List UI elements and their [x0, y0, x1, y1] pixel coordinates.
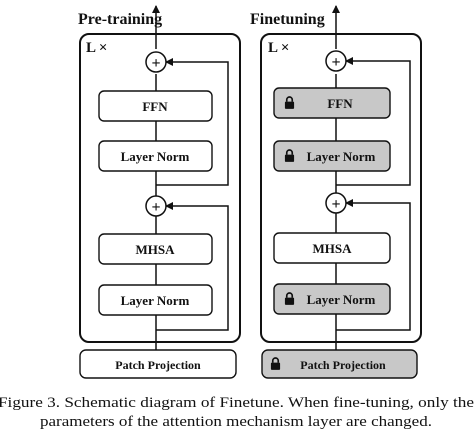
finetuning-layer-norm-bottom-block-frozen: Layer Norm — [273, 283, 391, 315]
pretraining-mhsa-block: MHSA — [98, 233, 213, 265]
pretraining-skip-connection-lower — [156, 202, 229, 331]
finetuning-patch-projection-block-frozen: Patch Projection — [261, 349, 418, 379]
svg-text:+: + — [331, 196, 340, 213]
svg-text:MHSA: MHSA — [136, 242, 176, 257]
pretraining-title: Pre-training — [78, 11, 162, 28]
finetuning-add-top: + — [325, 50, 347, 72]
finetuning-layer-norm-top-block-frozen: Layer Norm — [273, 140, 391, 172]
pretraining-layer-norm-top-block: Layer Norm — [98, 140, 213, 172]
pretraining-ffn-block: FFN — [98, 90, 213, 122]
svg-text:+: + — [331, 54, 340, 71]
pretraining-layer-norm-bottom-block: Layer Norm — [98, 284, 213, 316]
pretraining-add-bottom: + — [145, 195, 167, 217]
svg-text:Patch Projection: Patch Projection — [300, 358, 386, 372]
svg-text:+: + — [151, 199, 160, 216]
figure-caption-line-2: parameters of the attention mechanism la… — [40, 414, 432, 430]
svg-text:Layer Norm: Layer Norm — [307, 292, 376, 307]
finetuning-ffn-block-frozen: FFN — [273, 87, 391, 119]
finetuning-block-frame — [260, 33, 422, 343]
pretraining-block-frame — [79, 33, 241, 343]
pretraining-skip-connection-upper — [156, 58, 229, 186]
finetuning-skip-connection-lower — [336, 199, 411, 331]
pretraining-add-top: + — [145, 51, 167, 73]
finetuning-panel: Finetuning L × + + FFN Layer Norm MHSA — [250, 5, 422, 379]
pretraining-panel: Pre-training L × + + FFN Layer Norm MHSA — [78, 5, 241, 379]
svg-text:Layer Norm: Layer Norm — [121, 293, 190, 308]
finetuning-repeat-label: L × — [268, 40, 289, 56]
figure-caption-line-1: Figure 3. Schematic diagram of Finetune.… — [0, 395, 474, 411]
svg-text:Layer Norm: Layer Norm — [307, 149, 376, 164]
svg-text:Patch Projection: Patch Projection — [115, 358, 201, 372]
pretraining-patch-projection-block: Patch Projection — [79, 349, 237, 379]
finetuning-title: Finetuning — [250, 11, 325, 28]
finetuning-add-bottom: + — [325, 192, 347, 214]
svg-text:Layer Norm: Layer Norm — [121, 149, 190, 164]
svg-text:MHSA: MHSA — [313, 241, 353, 256]
svg-text:FFN: FFN — [142, 99, 168, 114]
svg-text:FFN: FFN — [327, 96, 353, 111]
svg-text:+: + — [151, 55, 160, 72]
pretraining-repeat-label: L × — [86, 40, 107, 56]
finetuning-skip-connection-upper — [336, 57, 411, 186]
finetuning-mhsa-block: MHSA — [273, 232, 391, 264]
